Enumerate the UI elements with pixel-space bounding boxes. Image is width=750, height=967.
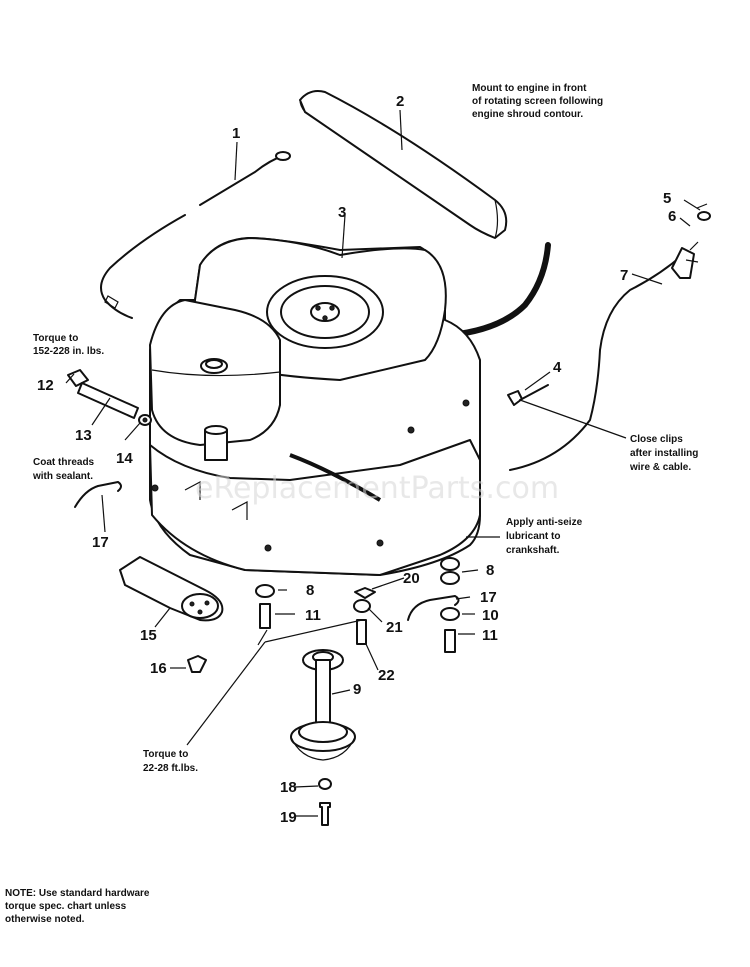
callout-20: 20 [403,570,420,587]
callout-17-right: 17 [480,589,497,606]
control-cable-part [100,151,291,319]
annotation-torque-top: Torque to 152-228 in. lbs. [33,333,104,357]
anti-seize-line-1: Apply anti-seize [506,517,583,528]
annotation-note: NOTE: Use standard hardware torque spec.… [5,888,150,925]
callout-13: 13 [75,427,92,444]
hardware-right [353,557,460,653]
callout-15: 15 [140,627,157,644]
torque-bottom-line-1: Torque to [143,749,188,760]
close-clips-line-1: Close clips [630,434,683,445]
engine-shroud-part [149,237,551,576]
clip-left-part [74,481,122,508]
callout-1: 1 [232,125,240,142]
bolt-assembly-left [67,369,152,426]
callout-10: 10 [482,607,499,624]
callout-6: 6 [668,208,676,225]
callout-9: 9 [353,681,361,698]
hardware-left [187,584,275,673]
anti-seize-line-3: crankshaft. [506,545,560,556]
callout-16: 16 [150,660,167,677]
callout-numbers: 1 2 3 4 5 6 7 8 8 9 10 11 11 12 13 14 15… [37,93,676,826]
support-plate-part [119,556,224,622]
coat-line-2: with sealant. [32,471,93,482]
callout-11-left: 11 [305,607,321,624]
callout-19: 19 [280,809,297,826]
callout-8-left: 8 [306,582,314,599]
annotation-close-clips: Close clips after installing wire & cabl… [629,434,698,473]
callout-18: 18 [280,779,297,796]
mount-line-2: of rotating screen following [472,96,603,107]
close-clips-line-3: wire & cable. [629,462,691,473]
callout-5: 5 [663,190,671,207]
torque-top-line-2: 152-228 in. lbs. [33,346,104,357]
annotation-torque-bottom: Torque to 22-28 ft.lbs. [143,749,198,774]
callout-12: 12 [37,377,54,394]
note-line-3: otherwise noted. [5,914,85,925]
foam-strip-part [299,90,508,239]
pulley-part [290,649,356,761]
callout-2: 2 [396,93,404,110]
callout-21: 21 [386,619,403,636]
callout-3: 3 [338,204,346,221]
annotation-anti-seize: Apply anti-seize lubricant to crankshaft… [506,517,583,556]
mount-line-3: engine shroud contour. [472,109,583,120]
annotation-mount: Mount to engine in front of rotating scr… [472,83,603,120]
mount-line-1: Mount to engine in front [472,83,587,94]
close-clips-line-2: after installing [630,448,698,459]
coat-line-1: Coat threads [33,457,95,468]
bolt-bottom [318,778,332,826]
note-line-1: NOTE: Use standard hardware [5,888,150,899]
callout-11-right: 11 [482,627,498,644]
note-line-2: torque spec. chart unless [5,901,127,912]
clip-and-cable-parts [507,203,711,471]
callout-22: 22 [378,667,395,684]
callout-7: 7 [620,267,628,284]
watermark-text: eReplacementParts.com [195,471,559,506]
anti-seize-line-2: lubricant to [506,531,560,542]
callout-14: 14 [116,450,133,467]
callout-8-right: 8 [486,562,494,579]
annotation-coat: Coat threads with sealant. [32,457,95,482]
callout-17-left: 17 [92,534,109,551]
torque-bottom-line-2: 22-28 ft.lbs. [143,763,198,774]
leader-lines [65,109,701,817]
torque-top-line-1: Torque to [33,333,78,344]
callout-4: 4 [553,359,562,376]
